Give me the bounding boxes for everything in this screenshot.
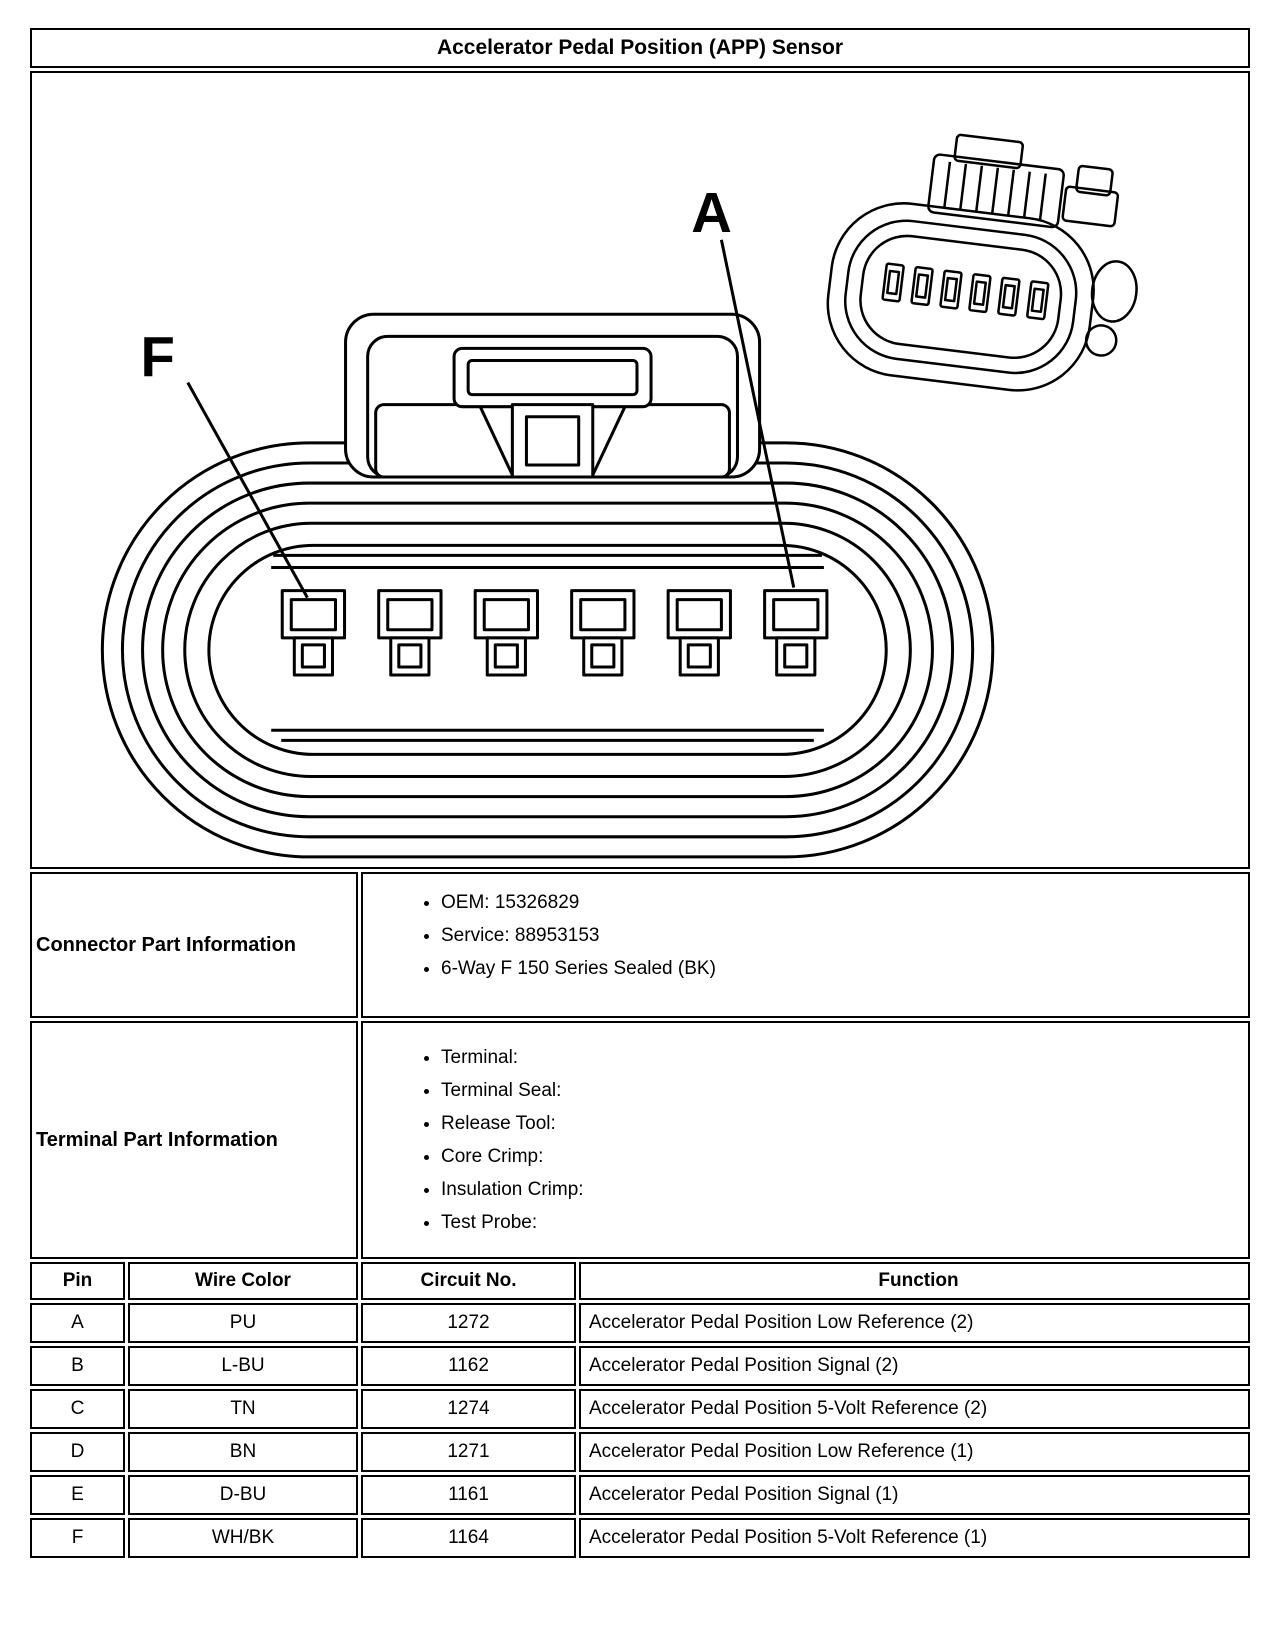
wire-color-cell: WH/BK	[128, 1518, 358, 1558]
circuit-cell: 1271	[361, 1432, 576, 1472]
header-function: Function	[579, 1262, 1250, 1300]
table-row: E D-BU 1161 Accelerator Pedal Position S…	[30, 1475, 1250, 1515]
table-row: A PU 1272 Accelerator Pedal Position Low…	[30, 1303, 1250, 1343]
list-item: Core Crimp:	[441, 1140, 1248, 1173]
leader-line-a	[719, 239, 796, 588]
connector-3d-view	[826, 133, 1138, 392]
connector-part-info-label: Connector Part Information	[30, 872, 358, 1018]
connector-face-drawing: F A	[100, 133, 1138, 859]
function-cell: Accelerator Pedal Position Signal (2)	[579, 1346, 1250, 1386]
circuit-cell: 1274	[361, 1389, 576, 1429]
wire-color-cell: PU	[128, 1303, 358, 1343]
list-item: 6-Way F 150 Series Sealed (BK)	[441, 952, 1248, 985]
terminal-part-info-row: Terminal Part Information Terminal: Term…	[30, 1021, 1250, 1259]
terminal-cavities	[280, 589, 829, 677]
pin-cell: C	[30, 1389, 125, 1429]
list-item: Release Tool:	[441, 1107, 1248, 1140]
circuit-cell: 1162	[361, 1346, 576, 1386]
pin-cell: F	[30, 1518, 125, 1558]
function-cell: Accelerator Pedal Position 5-Volt Refere…	[579, 1518, 1250, 1558]
wire-color-cell: D-BU	[128, 1475, 358, 1515]
circuit-cell: 1272	[361, 1303, 576, 1343]
table-row: D BN 1271 Accelerator Pedal Position Low…	[30, 1432, 1250, 1472]
header-circuit-no: Circuit No.	[361, 1262, 576, 1300]
pin-leader-lines	[186, 239, 796, 599]
connector-body-outlines	[100, 441, 995, 859]
table-row: C TN 1274 Accelerator Pedal Position 5-V…	[30, 1389, 1250, 1429]
terminal-part-info-label: Terminal Part Information	[30, 1021, 358, 1259]
terminal-cavity-a	[763, 589, 829, 677]
connector-diagram: F A	[30, 71, 1250, 869]
pin-cell: B	[30, 1346, 125, 1386]
page-title: Accelerator Pedal Position (APP) Sensor	[30, 28, 1250, 68]
terminal-part-info-list: Terminal: Terminal Seal: Release Tool: C…	[363, 1041, 1248, 1239]
wire-color-cell: TN	[128, 1389, 358, 1429]
pin-table-header: Pin Wire Color Circuit No. Function	[30, 1262, 1250, 1300]
table-row: B L-BU 1162 Accelerator Pedal Position S…	[30, 1346, 1250, 1386]
list-item: Test Probe:	[441, 1206, 1248, 1239]
terminal-cavity-b	[666, 589, 732, 677]
list-item: Terminal:	[441, 1041, 1248, 1074]
terminal-cavity-d	[473, 589, 540, 677]
function-cell: Accelerator Pedal Position 5-Volt Refere…	[579, 1389, 1250, 1429]
connector-part-info-content: OEM: 15326829 Service: 88953153 6-Way F …	[361, 872, 1250, 1018]
connector-part-info-list: OEM: 15326829 Service: 88953153 6-Way F …	[363, 886, 1248, 985]
connector-part-info-row: Connector Part Information OEM: 15326829…	[30, 872, 1250, 1018]
function-cell: Accelerator Pedal Position Low Reference…	[579, 1432, 1250, 1472]
pin-label-f: F	[141, 326, 175, 389]
list-item: Terminal Seal:	[441, 1074, 1248, 1107]
function-cell: Accelerator Pedal Position Signal (1)	[579, 1475, 1250, 1515]
wire-color-cell: L-BU	[128, 1346, 358, 1386]
terminal-cavity-f	[280, 589, 347, 677]
list-item: OEM: 15326829	[441, 886, 1248, 919]
header-pin: Pin	[30, 1262, 125, 1300]
pin-label-a: A	[691, 181, 732, 244]
pin-cell: D	[30, 1432, 125, 1472]
pin-cell: E	[30, 1475, 125, 1515]
list-item: Service: 88953153	[441, 919, 1248, 952]
terminal-cavity-c	[570, 589, 636, 677]
connector-latch-tab	[344, 312, 762, 479]
table-row: F WH/BK 1164 Accelerator Pedal Position …	[30, 1518, 1250, 1558]
leader-line-f	[186, 381, 309, 599]
pin-cell: A	[30, 1303, 125, 1343]
list-item: Insulation Crimp:	[441, 1173, 1248, 1206]
page-title-text: Accelerator Pedal Position (APP) Sensor	[436, 36, 844, 59]
circuit-cell: 1161	[361, 1475, 576, 1515]
circuit-cell: 1164	[361, 1518, 576, 1558]
wire-color-cell: BN	[128, 1432, 358, 1472]
function-cell: Accelerator Pedal Position Low Reference…	[579, 1303, 1250, 1343]
terminal-part-info-content: Terminal: Terminal Seal: Release Tool: C…	[361, 1021, 1250, 1259]
header-wire-color: Wire Color	[128, 1262, 358, 1300]
terminal-cavity-e	[377, 589, 443, 677]
